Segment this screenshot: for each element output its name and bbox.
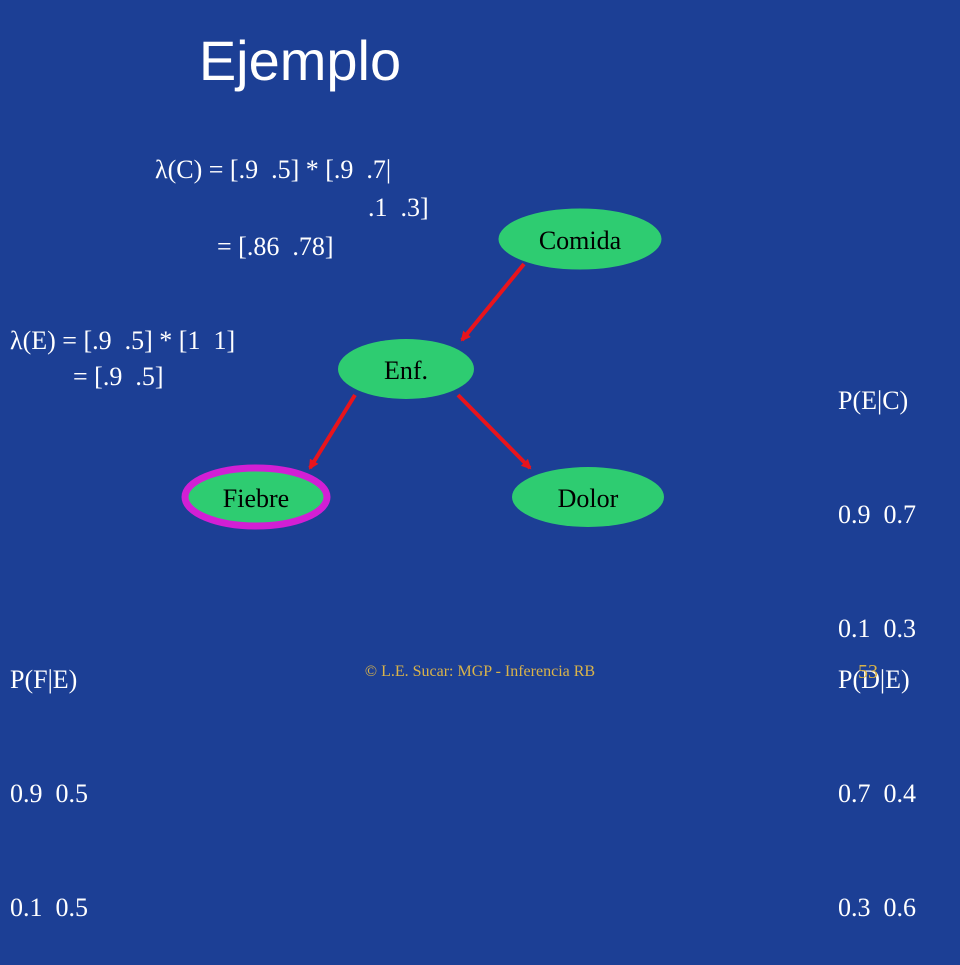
p-f-e-row2: 0.1 0.5 — [10, 893, 88, 922]
node-comida — [497, 207, 663, 271]
node-enf — [338, 339, 474, 399]
node-dolor — [512, 467, 664, 527]
slide-title: Ejemplo — [198, 29, 402, 92]
p-e-c-header: P(E|C) — [838, 386, 909, 415]
p-d-e-header: P(D|E) — [838, 665, 910, 694]
node-dolor-label: Dolor — [558, 484, 619, 513]
node-fiebre-label: Fiebre — [223, 484, 289, 513]
p-f-e-header: P(F|E) — [10, 665, 78, 694]
lambda-e-line1: λ(E) = [.9 .5] * [1 1] — [10, 326, 236, 355]
lambda-e-line2: = [.9 .5] — [73, 362, 164, 391]
node-fiebre — [181, 464, 331, 530]
node-enf-label: Enf. — [384, 356, 428, 385]
node-comida-label: Comida — [539, 226, 622, 255]
lambda-c-line1: λ(C) = [.9 .5] * [.9 .7| — [155, 155, 392, 184]
p-d-e-row2: 0.3 0.6 — [838, 893, 916, 922]
page-number: 53 — [858, 661, 878, 683]
p-d-e-row1: 0.7 0.4 — [838, 779, 916, 808]
lambda-c-line2: .1 .3] — [368, 193, 429, 222]
edge-comida-enf — [460, 262, 526, 342]
p-e-c-row2: 0.1 0.3 — [838, 614, 916, 643]
p-e-c-row1: 0.9 0.7 — [838, 500, 916, 529]
edge-enf-fiebre — [308, 393, 357, 470]
edge-enf-dolor — [456, 393, 532, 470]
bayes-network-diagram: Comida Enf. Fiebre Dolor — [181, 207, 664, 530]
p-f-e-row1: 0.9 0.5 — [10, 779, 88, 808]
lambda-c-line3: = [.86 .78] — [217, 232, 334, 261]
footer-credit: © L.E. Sucar: MGP - Inferencia RB — [364, 663, 596, 680]
p-e-c-table: P(E|C) 0.9 0.7 0.1 0.3 — [838, 306, 916, 686]
